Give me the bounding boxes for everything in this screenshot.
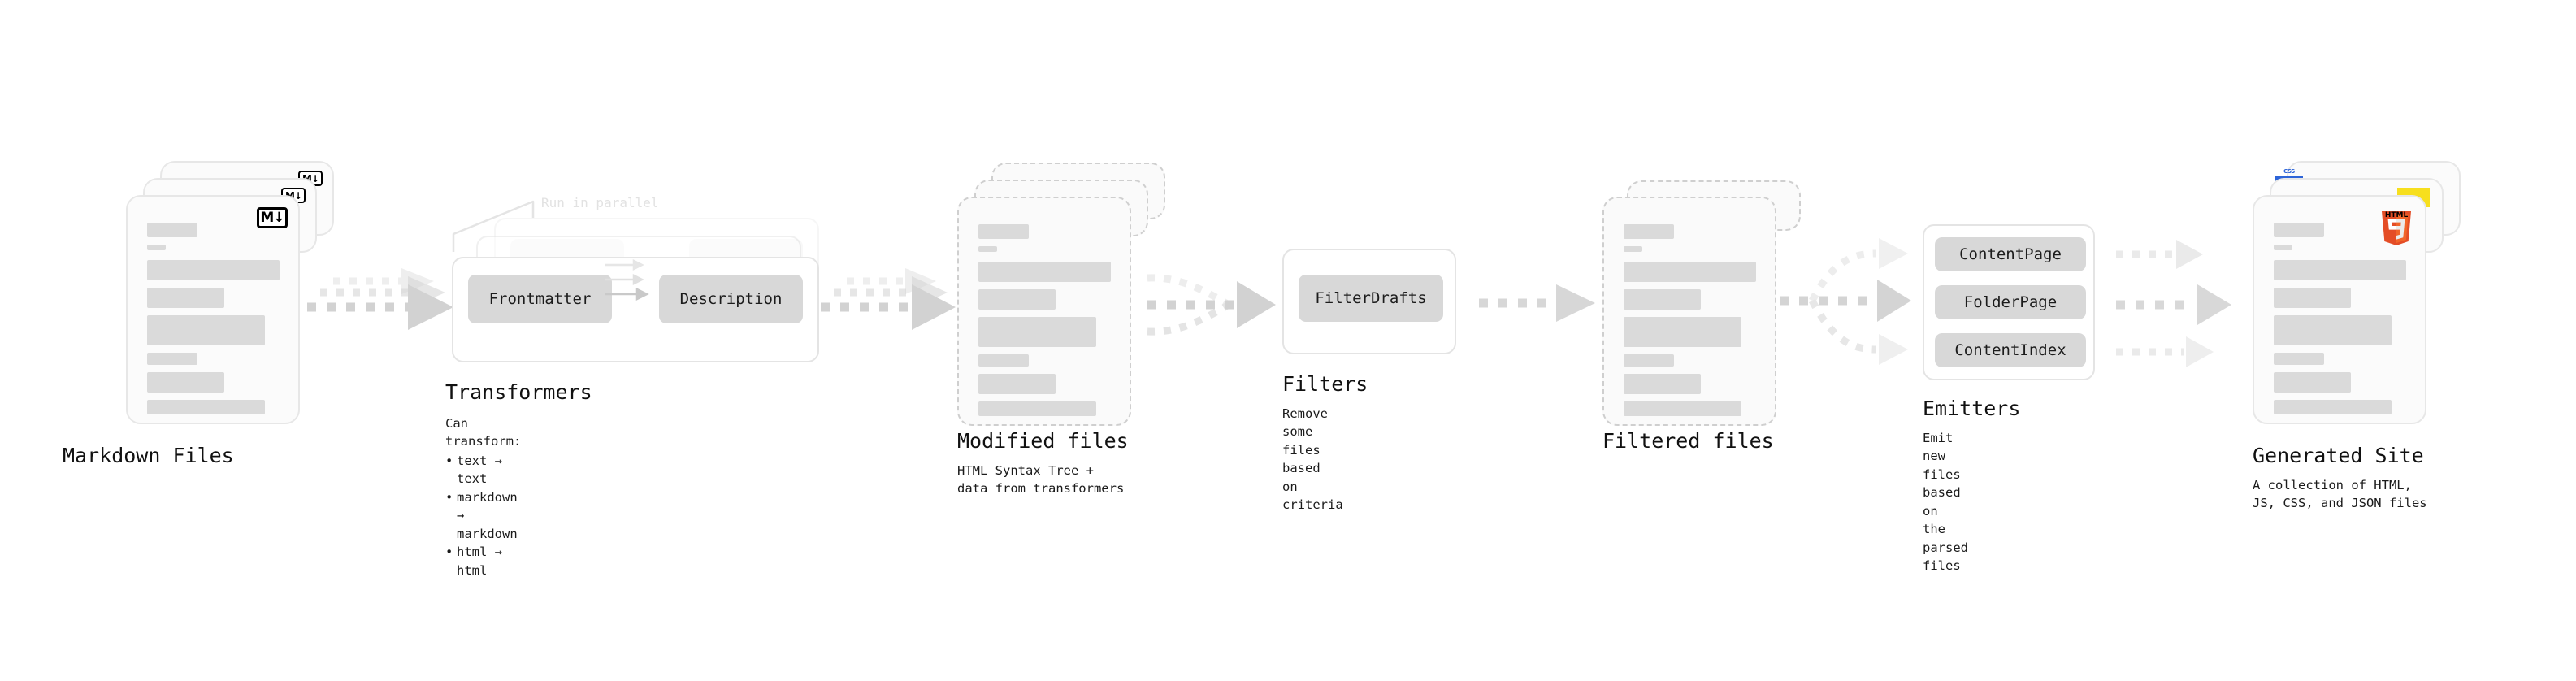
html5-icon: HTML [2379, 203, 2413, 252]
skeleton-bar [1624, 246, 1642, 252]
generated-site-stack: HTML [2253, 161, 2464, 429]
skeleton-bar [147, 315, 265, 345]
skeleton-bar [1624, 401, 1741, 416]
skeleton-bar [1624, 374, 1701, 394]
document-skeleton [147, 223, 280, 422]
transformer-chip-description[interactable]: Description [659, 275, 803, 323]
skeleton-bar [978, 224, 1029, 239]
skeleton-bar [1624, 262, 1756, 282]
stage-desc-filters: Remove some files based on criteria [1282, 406, 1343, 513]
capabilities-list: text → text markdown → markdown html → h… [445, 452, 521, 579]
skeleton-bar [2274, 288, 2351, 308]
stage-title-emitters: Emitters [1923, 397, 2021, 420]
parallel-arrows [2116, 240, 2231, 367]
stage-title-filtered-files: Filtered files [1602, 429, 1774, 453]
stage-filtered-files: Filtered files [1602, 163, 1814, 453]
skeleton-bar [147, 245, 166, 250]
skeleton-bar [147, 288, 224, 308]
fan-out-arrow [1780, 238, 1911, 365]
skeleton-bar [1624, 354, 1674, 367]
stage-markdown-files: M↓ M↓ M↓ Markdown Files [63, 161, 337, 467]
capability-item: html → html [445, 543, 521, 579]
markdown-file-stack: M↓ M↓ M↓ [126, 161, 337, 429]
stage-title-modified-files: Modified files [957, 429, 1129, 453]
skeleton-bar [978, 246, 997, 252]
transformers-capabilities: Can transform: text → text markdown → ma… [445, 414, 521, 579]
transformer-chip-frontmatter[interactable]: Frontmatter [468, 275, 612, 323]
capability-item: text → text [445, 452, 521, 488]
modified-file-stack [957, 163, 1169, 431]
emitter-chip-contentindex[interactable]: ContentIndex [1935, 333, 2086, 367]
document-skeleton [1624, 224, 1756, 423]
skeleton-bar [147, 400, 265, 414]
skeleton-bar [1624, 317, 1741, 347]
skeleton-bar [978, 317, 1096, 347]
document-skeleton [978, 224, 1111, 423]
skeleton-bar [978, 401, 1096, 416]
stage-desc-emitters: Emit new files based on the parsed files [1923, 431, 1968, 574]
emitter-chip-folderpage[interactable]: FolderPage [1935, 285, 2086, 319]
connector-filtered-to-emitters [1780, 234, 1926, 384]
parallel-stack-arrow [821, 268, 956, 330]
skeleton-bar [978, 262, 1111, 282]
stage-modified-files: Modified files HTML Syntax Tree + data f… [957, 163, 1169, 496]
transformer-inner-arrows [605, 258, 649, 301]
run-in-parallel-bracket [452, 200, 535, 252]
skeleton-bar [147, 223, 197, 237]
filtered-card-front [1602, 197, 1776, 426]
modified-card-front [957, 197, 1131, 426]
skeleton-bar [147, 260, 280, 280]
generated-card-html: HTML [2253, 195, 2426, 424]
single-arrow [1479, 284, 1595, 322]
skeleton-bar [1624, 224, 1674, 239]
filters-panel: FilterDrafts [1282, 249, 1456, 354]
filter-chip-filterdrafts[interactable]: FilterDrafts [1299, 275, 1443, 322]
skeleton-bar [2274, 372, 2351, 393]
skeleton-bar [2274, 260, 2406, 280]
connector-emitters-to-site [2116, 228, 2262, 374]
parallel-stack-arrow [307, 268, 453, 330]
skeleton-bar [147, 353, 197, 365]
filtered-file-stack [1602, 163, 1814, 431]
markdown-card-front: M↓ [126, 195, 300, 424]
stage-desc-modified-files: HTML Syntax Tree + data from transformer… [957, 463, 1125, 497]
skeleton-bar [2274, 353, 2324, 365]
skeleton-bar [147, 372, 224, 393]
capabilities-lead: Can transform: [445, 416, 522, 449]
transformer-panel-front: Frontmatter Description [452, 257, 819, 362]
skeleton-bar [978, 354, 1029, 367]
merge-arrow [1147, 274, 1276, 336]
stage-generated-site: HTML [2253, 161, 2464, 510]
emitters-panel: ContentPage FolderPage ContentIndex [1923, 224, 2095, 380]
emitter-chip-contentpage[interactable]: ContentPage [1935, 237, 2086, 271]
stage-title-filters: Filters [1282, 372, 1368, 396]
skeleton-bar [2274, 223, 2324, 237]
connector-filters-to-filtered [1479, 283, 1601, 340]
stage-title-transformers: Transformers [445, 380, 592, 404]
stage-title-markdown-files: Markdown Files [63, 444, 234, 467]
skeleton-bar [2274, 315, 2392, 345]
connector-modified-to-filters [1138, 258, 1280, 368]
stage-title-generated-site: Generated Site [2253, 444, 2424, 467]
markdown-icon: M↓ [257, 207, 288, 228]
skeleton-bar [1624, 289, 1701, 310]
skeleton-bar [978, 289, 1056, 310]
capability-item: markdown → markdown [445, 488, 521, 543]
run-in-parallel-label: Run in parallel [541, 195, 659, 210]
connector-transformers-to-modified [821, 268, 975, 366]
skeleton-bar [978, 374, 1056, 394]
document-skeleton [2274, 223, 2406, 422]
connector-md-to-transformers [307, 268, 478, 366]
skeleton-bar [2274, 400, 2392, 414]
skeleton-bar [2274, 245, 2292, 250]
stage-desc-generated-site: A collection of HTML, JS, CSS, and JSON … [2253, 478, 2427, 511]
